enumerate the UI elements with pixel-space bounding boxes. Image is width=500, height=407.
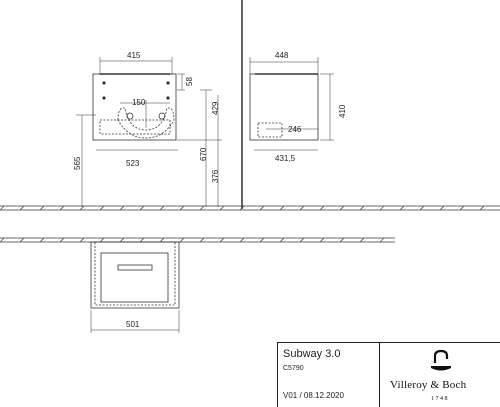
front-view	[92, 73, 177, 141]
mount-point	[102, 81, 106, 85]
mount-point	[166, 81, 170, 85]
plan-dimension-lines	[90, 310, 180, 333]
dim-total-height-left: 565	[73, 156, 82, 170]
faucet-logo-icon	[431, 349, 451, 371]
dim-unit-width: 523	[126, 159, 140, 168]
floor-line	[0, 205, 500, 211]
plan-cabinet-outline	[90, 241, 180, 309]
dim-upper-height: 429	[211, 101, 220, 115]
dim-side-height: 410	[338, 104, 347, 118]
mount-point	[102, 96, 106, 100]
dim-waste-spacing: 150	[132, 98, 146, 107]
front-dimension-lines	[76, 57, 222, 207]
product-name: Subway 3.0	[283, 348, 341, 360]
plan-view	[90, 241, 180, 309]
brand-logo: Villeroy & Boch	[390, 379, 467, 391]
inner-shelf	[99, 119, 171, 135]
version-date: V01 / 08.12.2020	[283, 391, 344, 400]
brand-year: 1748	[431, 396, 449, 402]
dim-front-width: 415	[127, 51, 141, 60]
mount-point	[166, 96, 170, 100]
title-block-divider	[379, 343, 380, 407]
waste-hole	[158, 112, 166, 120]
waste-cutout	[117, 107, 175, 139]
side-cabinet-outline	[249, 73, 319, 141]
waste-hole	[126, 112, 134, 120]
dim-total-height-mid: 670	[199, 147, 208, 161]
dim-side-inner-depth: 246	[288, 125, 302, 134]
dim-floor-height: 376	[211, 169, 220, 183]
dim-side-total-depth: 431,5	[275, 154, 296, 163]
wall-line	[0, 237, 395, 243]
dim-side-depth: 448	[275, 51, 289, 60]
product-code: C5790	[283, 365, 304, 372]
drawer-handle	[117, 264, 153, 271]
dim-plan-width: 501	[126, 320, 140, 329]
title-block: Subway 3.0 C5790 V01 / 08.12.2020 Viller…	[277, 342, 500, 407]
side-view	[249, 73, 319, 141]
dim-upper-offset: 58	[185, 77, 194, 86]
front-cabinet-outline	[92, 73, 177, 141]
side-dimension-lines	[249, 57, 334, 151]
side-inner-shelf	[257, 122, 283, 138]
